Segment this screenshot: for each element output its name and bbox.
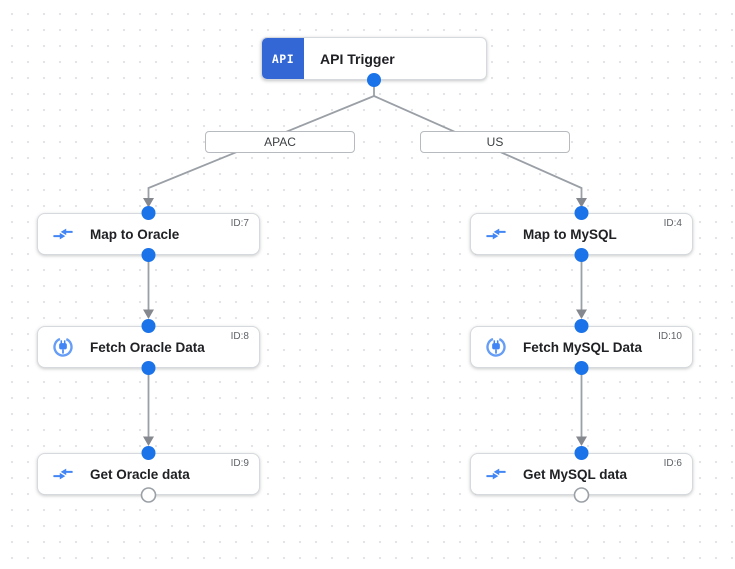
connection-port-open[interactable]: [140, 487, 157, 503]
arrowhead-icon: [576, 436, 587, 446]
data-mapping-icon: [485, 223, 507, 245]
task-id-label: ID:8: [230, 331, 249, 342]
edge-label-us[interactable]: US: [420, 131, 570, 153]
connection-port[interactable]: [574, 319, 589, 333]
task-id-label: ID:4: [663, 218, 682, 229]
task-label: Get MySQL data: [523, 466, 628, 482]
node-api-trigger[interactable]: API API Trigger: [261, 37, 487, 80]
connection-port[interactable]: [574, 446, 589, 460]
task-id-label: ID:9: [230, 458, 249, 469]
connection-port[interactable]: [141, 361, 156, 375]
api-badge-text: API: [271, 51, 295, 66]
arrowhead-icon: [143, 309, 154, 319]
connection-port[interactable]: [574, 248, 589, 262]
task-id-label: ID:10: [658, 331, 682, 342]
connection-port[interactable]: [141, 206, 156, 220]
task-label: Map to Oracle: [90, 226, 180, 242]
task-label: Fetch MySQL Data: [523, 339, 643, 355]
api-trigger-icon: API: [262, 38, 304, 79]
task-label: Get Oracle data: [90, 466, 190, 482]
arrowhead-icon: [576, 309, 587, 319]
data-mapping-icon: [52, 223, 74, 245]
edge-label-text: APAC: [264, 135, 296, 149]
task-id-label: ID:6: [663, 458, 682, 469]
connector-icon: [52, 336, 74, 358]
edge-label-apac[interactable]: APAC: [205, 131, 355, 153]
connection-port[interactable]: [141, 319, 156, 333]
data-mapping-icon: [485, 463, 507, 485]
connection-port[interactable]: [367, 73, 381, 87]
trigger-label: API Trigger: [320, 50, 395, 67]
task-label: Map to MySQL: [523, 226, 617, 242]
connection-port[interactable]: [141, 446, 156, 460]
connection-port[interactable]: [574, 206, 589, 220]
data-mapping-icon: [52, 463, 74, 485]
arrowhead-icon: [143, 436, 154, 446]
task-label: Fetch Oracle Data: [90, 339, 205, 355]
connection-port-open[interactable]: [573, 487, 590, 503]
task-id-label: ID:7: [230, 218, 249, 229]
edge-label-text: US: [486, 135, 504, 149]
connector-icon: [485, 336, 507, 358]
connection-port[interactable]: [574, 361, 589, 375]
connection-port[interactable]: [141, 248, 156, 262]
